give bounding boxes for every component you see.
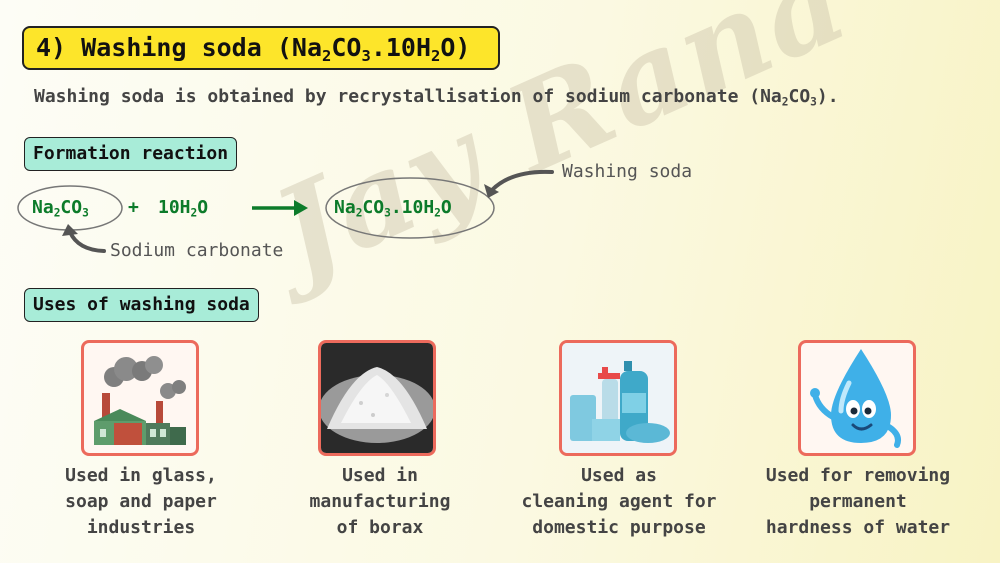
washing-soda-note: Washing soda — [562, 161, 693, 182]
product-washing-soda: Na2CO3.10H2O — [334, 197, 452, 220]
factory-icon — [94, 356, 186, 445]
cleaning-bottles-icon — [562, 343, 674, 453]
use-card-water — [798, 340, 916, 456]
water-drop-icon — [810, 349, 901, 448]
use-card-cleaning — [559, 340, 677, 456]
curved-arrow-icon — [62, 224, 106, 253]
plus-sign: + — [128, 197, 139, 218]
page-title: 4) Washing soda (Na2CO3.10H2O) — [22, 26, 500, 70]
reaction-arrow-icon — [252, 200, 308, 216]
use-card-industries — [81, 340, 199, 456]
intro-sentence: Washing soda is obtained by recrystallis… — [34, 86, 839, 109]
reactant-sodium-carbonate: Na2CO3 — [32, 197, 89, 220]
curved-arrow-icon — [484, 169, 554, 198]
sodium-carbonate-note: Sodium carbonate — [110, 240, 284, 261]
title-text: Washing soda — [81, 33, 262, 62]
formation-reaction-label: Formation reaction — [24, 137, 238, 171]
title-number: 4) — [36, 33, 67, 62]
use-card-borax — [318, 340, 436, 456]
title-formula: (Na2CO3.10H2O) — [276, 33, 471, 65]
uses-label: Uses of washing soda — [24, 288, 259, 322]
reactant-water: 10H2O — [158, 197, 209, 220]
powder-pile-icon — [321, 343, 433, 453]
product-ellipse — [325, 177, 495, 239]
